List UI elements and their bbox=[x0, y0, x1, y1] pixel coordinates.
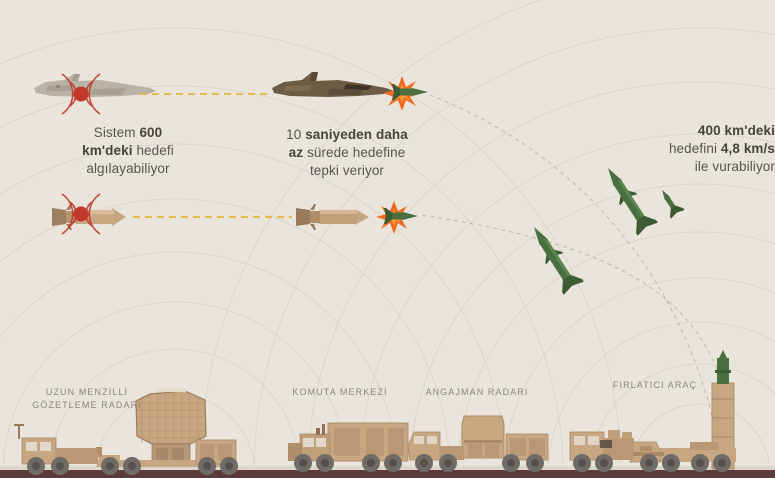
callout-detection-line1-bold: 600 bbox=[139, 125, 163, 140]
callout-reaction-line1-pre: 10 bbox=[286, 127, 306, 142]
callout-detection-line2-post: hedefi bbox=[132, 143, 174, 158]
interceptor-missile-5 bbox=[662, 190, 685, 219]
vehicle-command-center bbox=[288, 422, 409, 472]
label-surveillance-radar: UZUN MENZİLLİ GÖZETLEME RADARI bbox=[22, 386, 152, 412]
target-aircraft-detected bbox=[34, 74, 156, 97]
callout-reaction-line2-post: sürede hedefine bbox=[303, 145, 406, 160]
vehicle-launcher bbox=[569, 350, 736, 472]
target-dot-aircraft bbox=[73, 86, 89, 102]
label-engagement-radar: ANGAJMAN RADARI bbox=[412, 386, 542, 399]
label-command-center-line1: KOMUTA MERKEZİ bbox=[292, 387, 388, 397]
label-surveillance-radar-line2: GÖZETLEME RADARI bbox=[32, 400, 142, 410]
callout-intercept: 400 km'deki hedefini 4,8 km/s ile vurabi… bbox=[625, 122, 775, 176]
interceptor-missile-4 bbox=[534, 227, 584, 295]
callout-intercept-line2-bold: 4,8 km/s bbox=[720, 141, 775, 156]
target-aircraft-engaged bbox=[272, 72, 394, 97]
vehicle-engagement-radar bbox=[407, 415, 549, 472]
callout-detection-line1-pre: Sistem bbox=[93, 125, 140, 140]
interceptor-trajectories bbox=[419, 94, 736, 456]
target-missile-engaged bbox=[296, 204, 369, 230]
label-launcher-vehicle-line1: FIRLATICI ARAÇ bbox=[612, 380, 698, 390]
callout-detection-line3: algılayabiliyor bbox=[86, 161, 170, 176]
callout-intercept-line2-pre: hedefini bbox=[668, 141, 721, 156]
interceptor-missile-2 bbox=[384, 208, 418, 224]
label-command-center: KOMUTA MERKEZİ bbox=[280, 386, 400, 399]
callout-intercept-line1-bold: 400 km'deki bbox=[697, 123, 775, 138]
callout-reaction-line3: tepki veriyor bbox=[309, 163, 385, 178]
callout-intercept-line3: ile vurabiliyor bbox=[694, 159, 775, 174]
callout-reaction-line1-bold: saniyeden daha bbox=[305, 127, 408, 142]
callout-detection-line2-bold: km'deki bbox=[82, 143, 133, 158]
callout-detection: Sistem 600 km'deki hedefi algılayabiliyo… bbox=[38, 124, 218, 178]
interceptor-missile-1 bbox=[392, 84, 428, 100]
callout-reaction-line2-bold: az bbox=[288, 145, 304, 160]
target-dot-missile bbox=[73, 206, 89, 222]
label-launcher-vehicle: FIRLATICI ARAÇ bbox=[590, 379, 720, 392]
ground-line bbox=[0, 469, 775, 478]
callout-reaction: 10 saniyeden daha az sürede hedefine tep… bbox=[262, 126, 432, 180]
vehicle-surveillance-radar bbox=[14, 388, 238, 475]
label-engagement-radar-line1: ANGAJMAN RADARI bbox=[425, 387, 529, 397]
label-surveillance-radar-line1: UZUN MENZİLLİ bbox=[45, 387, 129, 397]
interceptor-missile-3 bbox=[608, 168, 658, 236]
